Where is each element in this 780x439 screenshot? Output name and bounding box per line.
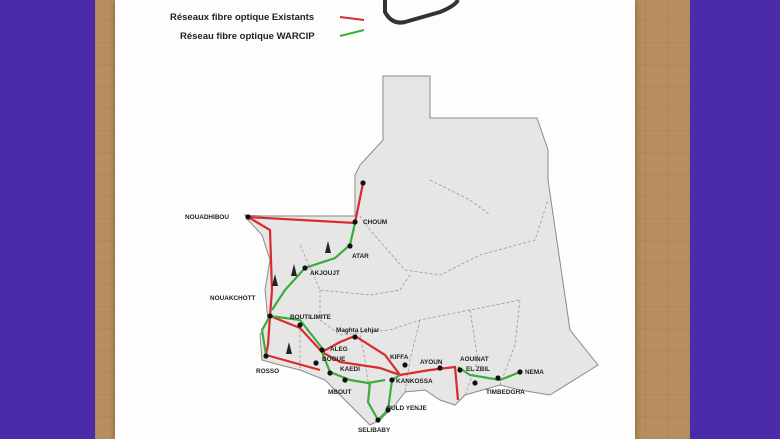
city-dot-nouadhibou <box>245 214 251 220</box>
label-kiffa: KIFFA <box>390 354 409 361</box>
background-left <box>0 0 95 439</box>
label-nouadhibou: NOUADHIBOU <box>185 214 229 221</box>
label-nema: NEMA <box>525 369 544 376</box>
label-maghta: Maghta Lehjar <box>336 327 380 334</box>
label-bogue: BOGUE <box>322 356 346 363</box>
label-kankossa: KANKOSSA <box>396 378 433 385</box>
city-dot-kiffa <box>402 362 408 368</box>
city-dot-boutilimite <box>297 322 303 328</box>
label-ayoun: AYOUN <box>420 359 443 366</box>
city-markers <box>245 180 523 423</box>
city-dot-ouldyenje <box>385 407 391 413</box>
city-dot-aleg <box>319 347 325 353</box>
city-dot-kankossa <box>389 377 395 383</box>
city-dot-akjoujt <box>302 265 308 271</box>
city-dot-choum <box>352 219 358 225</box>
city-dot-ayoun <box>437 365 443 371</box>
label-elzbil: EL ZBIL <box>466 366 490 373</box>
legend: Réseaux fibre optique Existants Réseau f… <box>170 12 365 42</box>
label-kaedi: KAEDI <box>340 366 360 373</box>
label-aouinat: AOUINAT <box>460 356 489 363</box>
city-dot-selibaby <box>375 417 381 423</box>
label-atar: ATAR <box>352 253 369 260</box>
label-timbedgha: TIMBEDGHA <box>486 389 525 396</box>
label-choum: CHOUM <box>363 219 387 226</box>
city-dot-timbedgha <box>472 380 478 386</box>
label-boutilimite: BOUTILIMITE <box>290 314 332 321</box>
legend-existing-line <box>339 16 365 21</box>
city-dot-aouinat <box>457 367 463 373</box>
city-dot-mbout <box>342 377 348 383</box>
clipboard-clip-icon <box>383 0 460 25</box>
mine-icon <box>286 342 292 354</box>
label-ouldyenje: OULD YENJE <box>386 405 427 412</box>
city-dot-north <box>360 180 366 186</box>
mine-icon <box>325 241 331 253</box>
label-mbout: MBOUT <box>328 389 352 396</box>
mine-icon <box>291 264 297 276</box>
city-dot-bogue <box>313 360 319 366</box>
city-dot-elzbil <box>495 375 501 381</box>
warcip-fiber-network <box>260 222 521 422</box>
city-dot-rosso <box>263 353 269 359</box>
legend-existing-label: Réseaux fibre optique Existants <box>170 12 314 23</box>
legend-warcip-line <box>339 29 365 37</box>
city-dot-maghta <box>352 334 358 340</box>
mine-markers <box>272 241 331 354</box>
city-dot-nema <box>517 369 523 375</box>
region-borders <box>299 179 549 396</box>
label-selibaby: SELIBABY <box>358 427 391 434</box>
label-nouakchott: NOUAKCHOTT <box>210 295 256 302</box>
country-shape <box>244 75 599 426</box>
city-dot-kaedi <box>327 370 333 376</box>
label-akjoujt: AKJOUJT <box>310 270 340 277</box>
label-aleg: ALEG <box>330 346 348 353</box>
mine-icon <box>272 274 278 286</box>
city-dot-nouakchott <box>267 313 273 319</box>
background-right <box>685 0 780 439</box>
city-dot-atar <box>347 243 353 249</box>
city-labels: NOUADHIBOU CHOUM ATAR AKJOUJT NOUAKCHOTT… <box>185 214 544 434</box>
legend-warcip-label: Réseau fibre optique WARCIP <box>180 31 315 42</box>
label-rosso: ROSSO <box>256 368 279 375</box>
